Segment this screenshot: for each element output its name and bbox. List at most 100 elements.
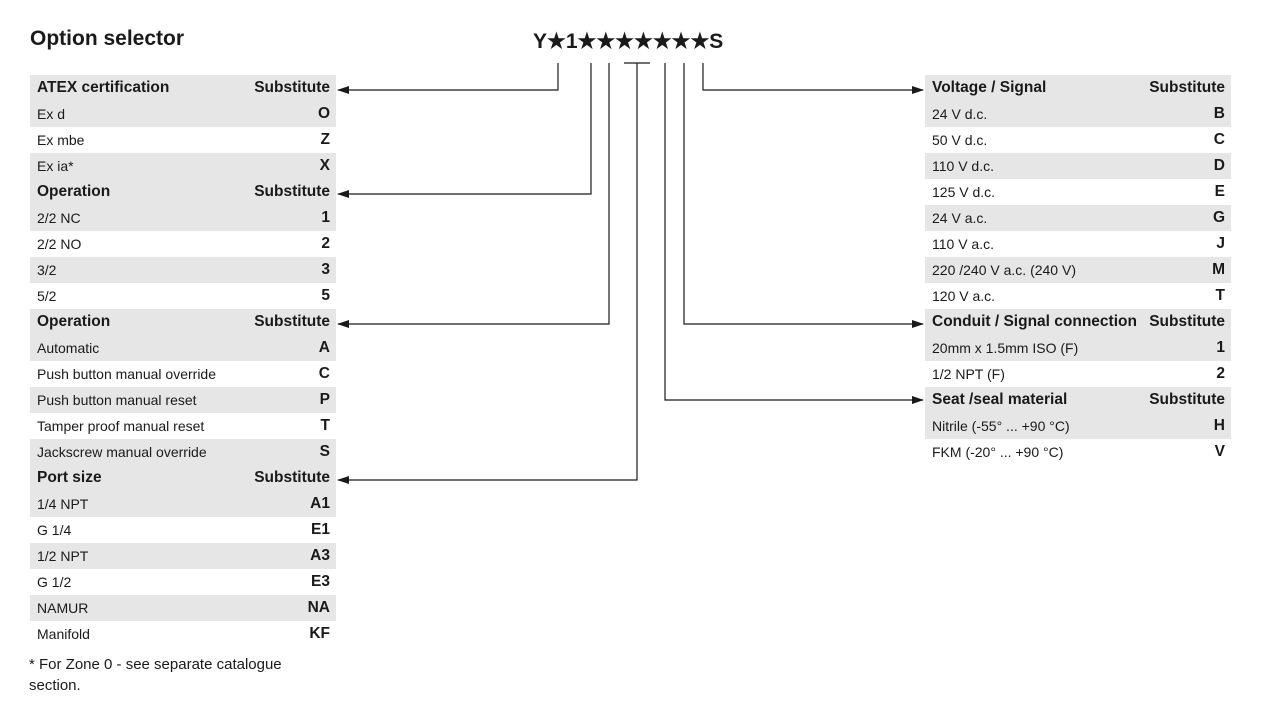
substitute-code: A3 <box>310 547 330 564</box>
section-title: Voltage / Signal <box>932 79 1047 96</box>
substitute-code: Z <box>320 131 330 148</box>
section-title: Operation <box>37 313 111 330</box>
table-section-header: Operation Substitute <box>30 309 336 335</box>
substitute-heading: Substitute <box>1149 391 1225 408</box>
table-row: 3/2 3 <box>30 257 336 283</box>
option-label: 1/2 NPT (F) <box>932 366 1005 382</box>
substitute-code: 2 <box>1216 365 1225 382</box>
substitute-code: T <box>1215 287 1225 304</box>
table-row: 24 V a.c. G <box>925 205 1231 231</box>
table-row: Push button manual reset P <box>30 387 336 413</box>
section-title: Operation <box>37 183 111 200</box>
substitute-code: H <box>1213 417 1225 434</box>
substitute-heading: Substitute <box>1149 79 1225 96</box>
option-label: 5/2 <box>37 288 57 304</box>
substitute-code: S <box>319 443 330 460</box>
option-label: 110 V a.c. <box>932 236 995 252</box>
option-label: G 1/4 <box>37 522 72 538</box>
table-row: 1/4 NPT A1 <box>30 491 336 517</box>
connector-seat <box>664 63 924 404</box>
connector-port-size <box>337 63 638 484</box>
substitute-code: 1 <box>1216 339 1225 356</box>
option-label: 1/4 NPT <box>37 496 89 512</box>
connector-conduit <box>683 63 924 328</box>
substitute-code: V <box>1214 443 1225 460</box>
option-label: 3/2 <box>37 262 57 278</box>
option-label: Push button manual override <box>37 366 216 382</box>
option-label: 50 V d.c. <box>932 132 988 148</box>
table-row: 125 V d.c. E <box>925 179 1231 205</box>
option-label: NAMUR <box>37 600 89 616</box>
substitute-code: M <box>1212 261 1225 278</box>
option-label: 120 V a.c. <box>932 288 996 304</box>
substitute-code: NA <box>307 599 330 616</box>
substitute-code: T <box>320 417 330 434</box>
table-section-header: Operation Substitute <box>30 179 336 205</box>
substitute-code: 3 <box>321 261 330 278</box>
option-label: Ex ia* <box>37 158 74 174</box>
substitute-code: 5 <box>321 287 330 304</box>
option-label: Ex mbe <box>37 132 85 148</box>
table-row: 20mm x 1.5mm ISO (F) 1 <box>925 335 1231 361</box>
table-row: FKM (-20° ... +90 °C) V <box>925 439 1231 465</box>
option-label: 20mm x 1.5mm ISO (F) <box>932 340 1079 356</box>
option-label: Tamper proof manual reset <box>37 418 205 434</box>
table-row: 50 V d.c. C <box>925 127 1231 153</box>
substitute-code: O <box>317 105 330 122</box>
table-row: Tamper proof manual reset T <box>30 413 336 439</box>
substitute-code: C <box>318 365 330 382</box>
option-label: 2/2 NC <box>37 210 81 226</box>
table-row: 24 V d.c.B <box>925 101 1231 127</box>
connector-operation-1 <box>337 63 592 198</box>
option-label: Manifold <box>37 626 90 642</box>
table-row: Automatic A <box>30 335 336 361</box>
substitute-code: A <box>318 339 330 356</box>
substitute-code: 2 <box>321 235 330 252</box>
option-label: 2/2 NO <box>37 236 82 252</box>
table-row: Nitrile (-55° ... +90 °C)H <box>925 413 1231 439</box>
substitute-code: A1 <box>310 495 330 512</box>
option-label: 1/2 NPT <box>37 548 89 564</box>
connector-operation-2 <box>337 63 610 328</box>
option-label: Jackscrew manual override <box>37 444 207 460</box>
option-label: G 1/2 <box>37 574 72 590</box>
table-row: 5/2 5 <box>30 283 336 309</box>
table-row: 110 V d.c. D <box>925 153 1231 179</box>
table-row: 120 V a.c. T <box>925 283 1231 309</box>
option-label: FKM (-20° ... +90 °C) <box>932 444 1064 460</box>
section-title: Port size <box>37 469 102 486</box>
option-label: 125 V d.c. <box>932 184 996 200</box>
option-label: Push button manual reset <box>37 392 197 408</box>
table-row: Jackscrew manual override S <box>30 439 336 465</box>
option-label: 220 /240 V a.c. (240 V) <box>932 262 1076 278</box>
option-label: Automatic <box>37 340 100 356</box>
substitute-code: G <box>1212 209 1225 226</box>
option-label: 24 V a.c. <box>932 210 988 226</box>
option-label: 110 V d.c. <box>932 158 995 174</box>
substitute-heading: Substitute <box>254 469 330 486</box>
substitute-code: E <box>1214 183 1225 200</box>
option-label: 24 V d.c. <box>932 106 988 122</box>
substitute-code: C <box>1213 131 1225 148</box>
footnote: * For Zone 0 - see separate catalogue se… <box>29 656 282 694</box>
substitute-heading: Substitute <box>254 313 330 330</box>
model-code: Y★1★★★★★★★S <box>533 30 724 53</box>
substitute-heading: Substitute <box>1149 313 1225 330</box>
substitute-code: D <box>1213 157 1225 174</box>
table-section-header: Port size Substitute <box>30 465 336 491</box>
substitute-code: P <box>319 391 330 408</box>
table-row: 1/2 NPT A3 <box>30 543 336 569</box>
substitute-code: X <box>319 157 330 174</box>
table-row: NAMUR NA <box>30 595 336 621</box>
substitute-heading: Substitute <box>254 183 330 200</box>
